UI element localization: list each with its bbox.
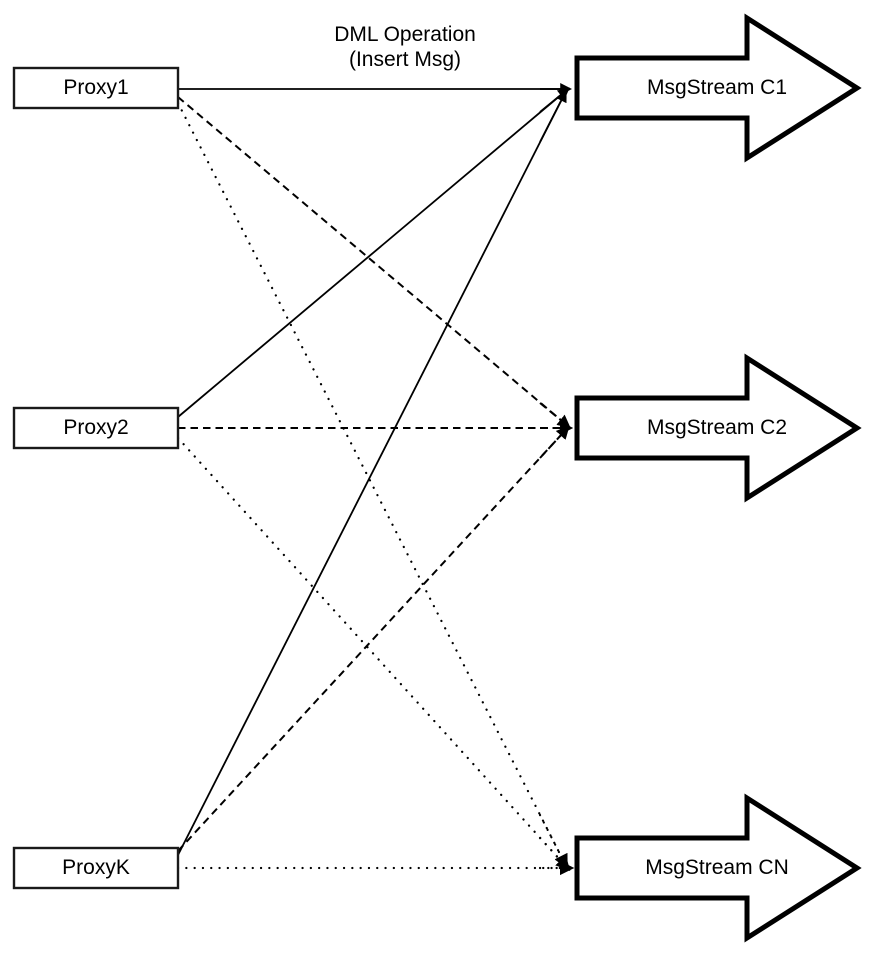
proxyk-box [12, 846, 180, 890]
msgstream-cn-block-arrow [574, 793, 862, 943]
edge-proxy2-msgstream-cn [176, 436, 564, 864]
edge-proxy2-msgstream-c1 [177, 93, 563, 418]
edge-proxy1-msgstream-c2 [177, 96, 563, 422]
msgstream-c1-block-arrow [574, 13, 862, 163]
proxy1-box [12, 66, 180, 110]
edge-proxy1-msgstream-cn [176, 101, 564, 860]
edge-proxyk-msgstream-c1 [177, 98, 563, 856]
edge-arrowheads [538, 83, 575, 876]
edge-proxyk-msgstream-c2 [177, 433, 563, 852]
msgstream-c2-block-arrow [574, 353, 862, 503]
proxy2-box [12, 406, 180, 450]
